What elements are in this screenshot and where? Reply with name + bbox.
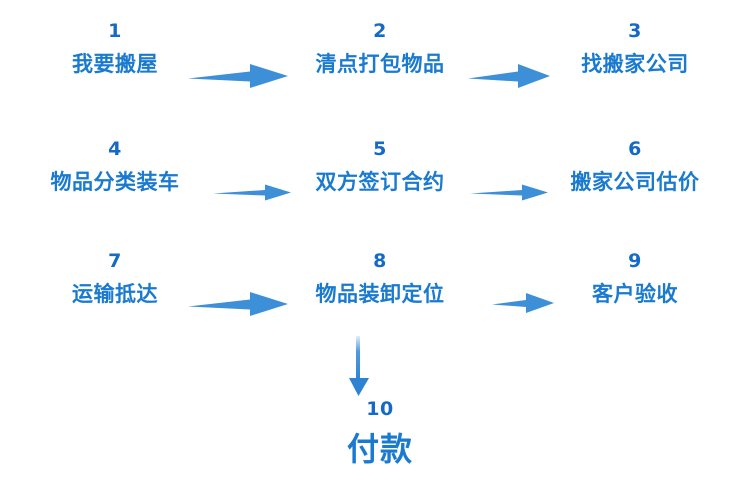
step-label: 清点打包物品 [315, 52, 445, 76]
flow-step-9[interactable]: 9 客户验收 [520, 252, 750, 305]
flow-step-6[interactable]: 6 搬家公司估价 [520, 140, 750, 193]
flow-step-10[interactable]: 10 付款 [255, 398, 505, 468]
step-number: 9 [628, 250, 642, 272]
step-number: 5 [373, 138, 387, 160]
step-number: 1 [108, 20, 122, 42]
flow-step-5[interactable]: 5 双方签订合约 [255, 140, 505, 193]
step-label: 搬家公司估价 [570, 170, 700, 194]
step-label: 客户验收 [592, 282, 678, 306]
step-number: 2 [373, 20, 387, 42]
step-number: 3 [628, 20, 642, 42]
flow-step-2[interactable]: 2 清点打包物品 [255, 22, 505, 75]
flow-step-4[interactable]: 4 物品分类装车 [0, 140, 230, 193]
step-number: 10 [366, 398, 394, 420]
flow-step-1[interactable]: 1 我要搬屋 [0, 22, 230, 75]
arrow-down-icon-8-10 [345, 336, 373, 396]
step-number: 6 [628, 138, 642, 160]
flow-step-3[interactable]: 3 找搬家公司 [520, 22, 750, 75]
step-label: 双方签订合约 [315, 170, 445, 194]
step-label: 付款 [346, 430, 413, 468]
step-number: 8 [373, 250, 387, 272]
step-number: 7 [108, 250, 122, 272]
step-label: 我要搬屋 [72, 52, 158, 76]
flow-step-7[interactable]: 7 运输抵达 [0, 252, 230, 305]
step-number: 4 [108, 138, 122, 160]
flow-step-8[interactable]: 8 物品装卸定位 [255, 252, 505, 305]
step-label: 找搬家公司 [581, 52, 689, 76]
step-label: 物品分类装车 [50, 170, 180, 194]
step-label: 运输抵达 [72, 282, 158, 306]
step-label: 物品装卸定位 [315, 282, 445, 306]
